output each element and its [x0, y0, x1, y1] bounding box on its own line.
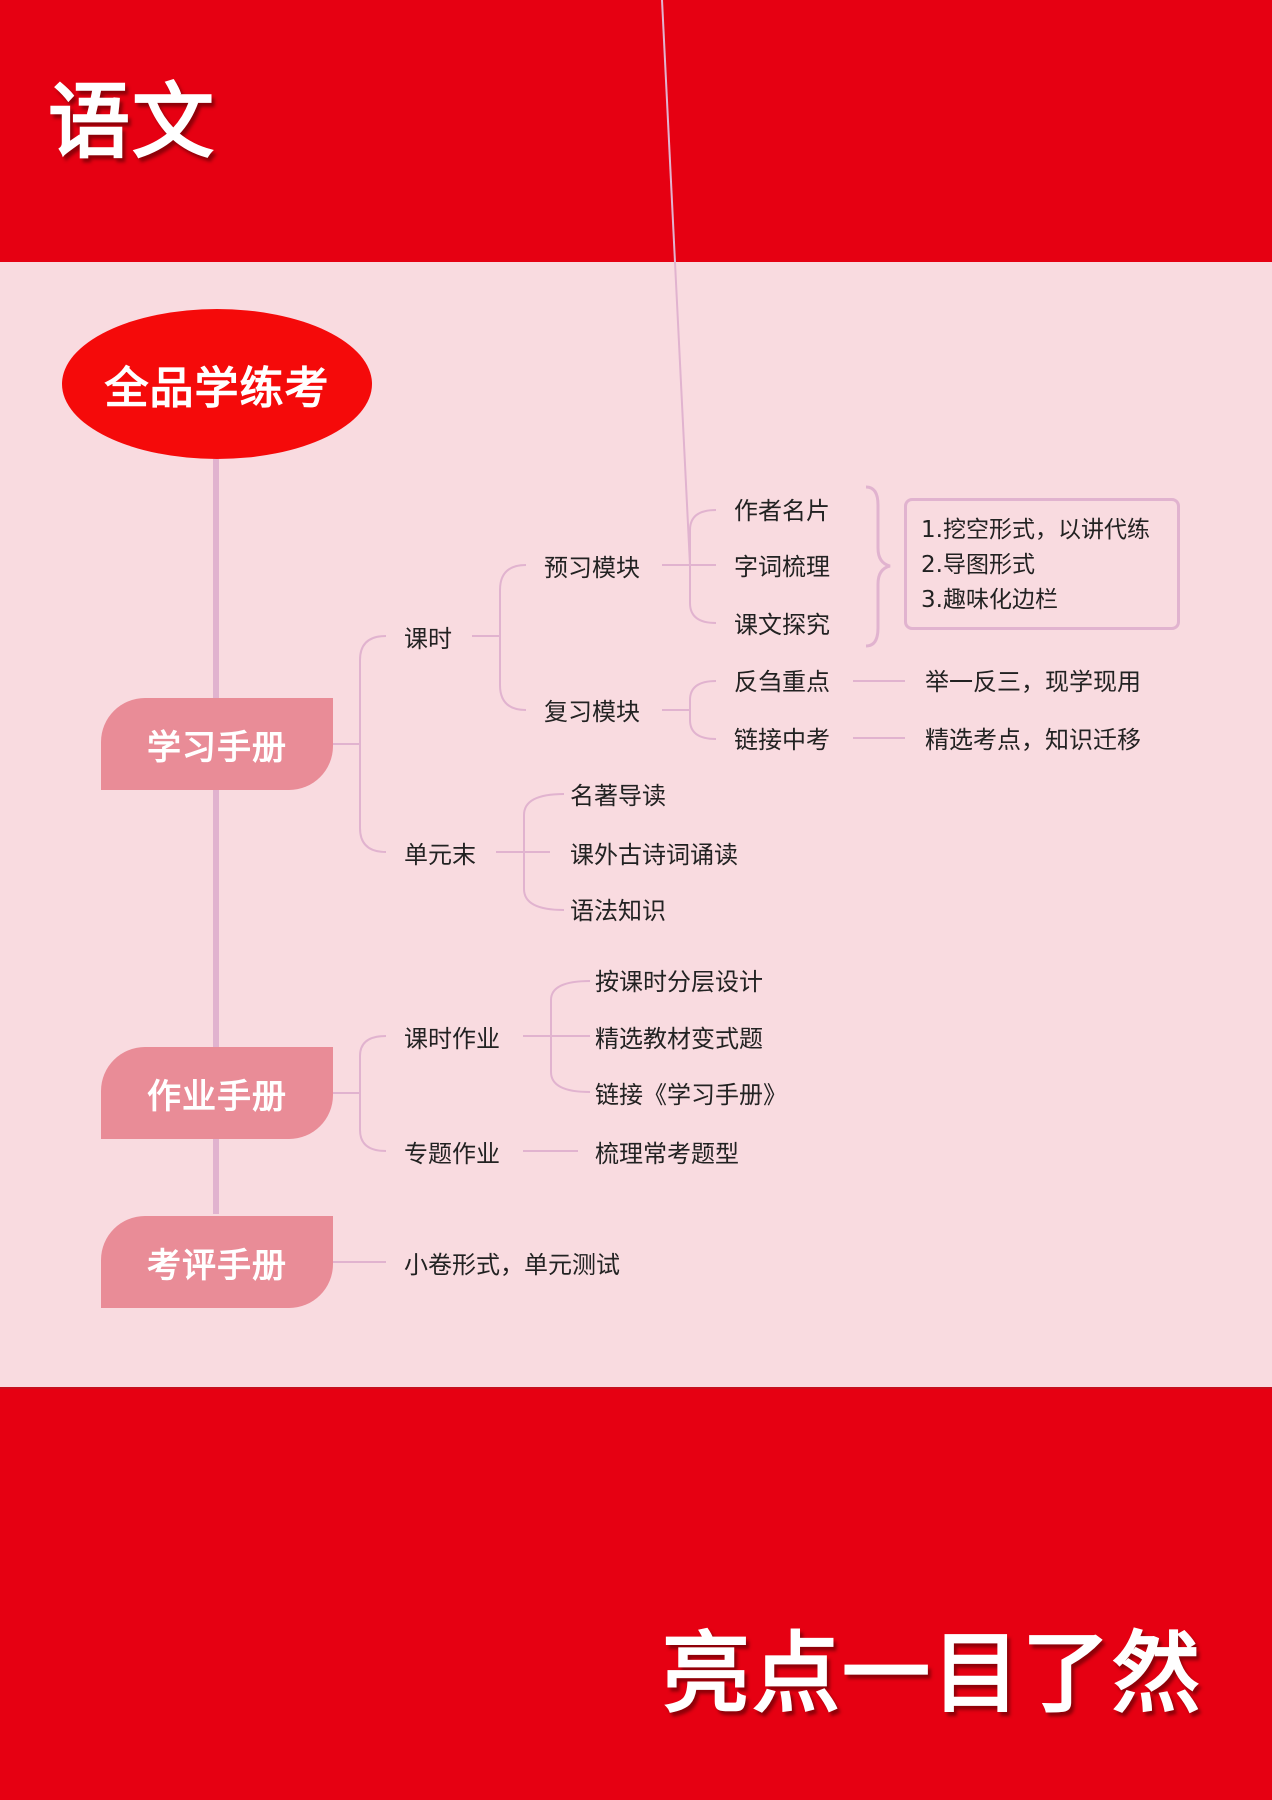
node-grammar[interactable]: 语法知识 [570, 897, 666, 925]
node-topic-homework[interactable]: 专题作业 [404, 1140, 500, 1168]
book-label: 学习手册 [147, 727, 287, 768]
node-key-review-detail: 举一反三，现学现用 [925, 668, 1141, 696]
node-vocabulary[interactable]: 字词梳理 [734, 553, 830, 581]
book-label: 作业手册 [147, 1076, 287, 1117]
node-handbook-link[interactable]: 链接《学习手册》 [595, 1081, 787, 1109]
header-band [0, 0, 1272, 262]
preview-note-box: 1.挖空形式，以讲代练 2.导图形式 3.趣味化边栏 [904, 498, 1180, 630]
note-line-1: 1.挖空形式，以讲代练 [921, 517, 1150, 543]
note-line-2: 2.导图形式 [921, 552, 1035, 578]
node-lesson-homework[interactable]: 课时作业 [404, 1025, 500, 1053]
node-text-exploration[interactable]: 课文探究 [734, 611, 830, 639]
node-key-review[interactable]: 反刍重点 [734, 668, 830, 696]
node-exam-link[interactable]: 链接中考 [734, 726, 830, 754]
node-unit-end[interactable]: 单元末 [404, 841, 476, 869]
node-review-module[interactable]: 复习模块 [544, 698, 640, 726]
subject-title: 语文 [48, 75, 217, 170]
mindmap-root: 全品学练考 [62, 309, 372, 459]
book-label: 考评手册 [147, 1245, 287, 1286]
node-classic-reading[interactable]: 名著导读 [570, 782, 666, 810]
root-label: 全品学练考 [104, 363, 330, 414]
node-exam-link-detail: 精选考点，知识迁移 [925, 726, 1141, 754]
node-common-question-types[interactable]: 梳理常考题型 [595, 1140, 739, 1168]
book-study-handbook[interactable]: 学习手册 [101, 698, 333, 790]
note-line-3: 3.趣味化边栏 [921, 587, 1058, 613]
node-preview-module[interactable]: 预习模块 [544, 554, 640, 582]
node-lesson[interactable]: 课时 [404, 625, 452, 653]
footer-band [0, 1387, 1272, 1800]
node-ancient-poetry[interactable]: 课外古诗词诵读 [570, 841, 738, 869]
slogan: 亮点一目了然 [662, 1622, 1203, 1725]
book-assessment-handbook[interactable]: 考评手册 [101, 1216, 333, 1308]
book-homework-handbook[interactable]: 作业手册 [101, 1047, 333, 1139]
node-author-card[interactable]: 作者名片 [734, 497, 830, 525]
node-layered-design[interactable]: 按课时分层设计 [595, 968, 763, 996]
node-variant-questions[interactable]: 精选教材变式题 [595, 1025, 763, 1053]
node-quiz-format[interactable]: 小卷形式，单元测试 [404, 1251, 620, 1279]
